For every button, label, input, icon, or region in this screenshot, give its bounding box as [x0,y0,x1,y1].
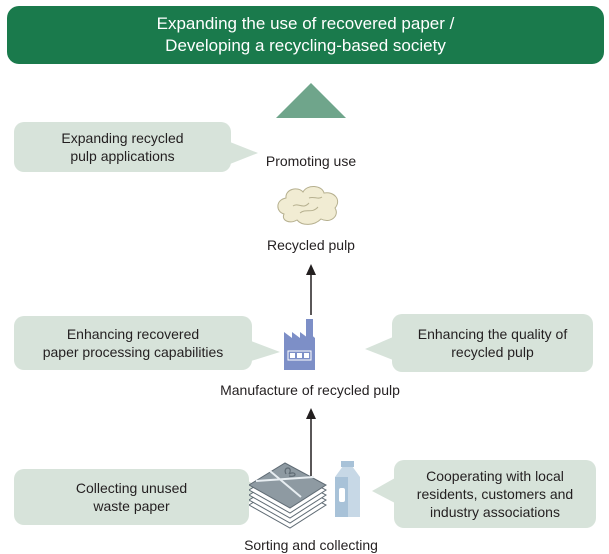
callout-line: recycled pulp [451,344,534,360]
callout-line: paper processing capabilities [42,344,224,360]
callout-line: waste paper [93,498,170,514]
callout-line: Collecting unused [75,480,188,496]
label-recycled-pulp: Recycled pulp [267,237,355,253]
milk-carton-icon [335,461,360,517]
up-triangle-icon [276,83,346,118]
callout-line: Enhancing the quality of [417,326,568,342]
label-manufacture: Manufacture of recycled pulp [220,382,400,398]
callout-collecting-waste-paper: Collecting unused waste paper [14,469,249,525]
newspaper-bundle-icon [248,462,327,529]
callout-pulp-quality: Enhancing the quality of recycled pulp [392,314,593,372]
arrow-to-manufacture [306,408,316,476]
callout-processing-capabilities: Enhancing recovered paper processing cap… [14,316,252,370]
label-promoting-use: Promoting use [265,153,357,169]
callout-line: Expanding recycled [61,130,184,146]
callout-line: industry associations [430,504,560,520]
callout-line: pulp applications [70,148,175,164]
callout-line: Enhancing recovered [66,326,200,342]
pulp-cloud-icon [277,186,339,225]
callout-pointer-cooperating [372,478,395,503]
callout-line: residents, customers and [416,486,574,502]
callout-expanding-pulp-applications: Expanding recycled pulp applications [14,122,231,172]
callout-pointer-quality [365,337,393,360]
banner-line-2: Developing a recycling-based society [165,36,446,55]
callout-pointer-expanding [230,142,258,164]
goal-banner: Expanding the use of recovered paper / D… [7,6,604,64]
callout-cooperating: Cooperating with local residents, custom… [394,460,596,528]
callout-pointer-processing [251,341,280,361]
label-sorting-collecting: Sorting and collecting [244,537,378,553]
callout-line: Cooperating with local [426,468,564,484]
factory-icon [284,319,315,370]
banner-line-1: Expanding the use of recovered paper / [156,14,455,33]
arrow-to-pulp [306,264,316,315]
